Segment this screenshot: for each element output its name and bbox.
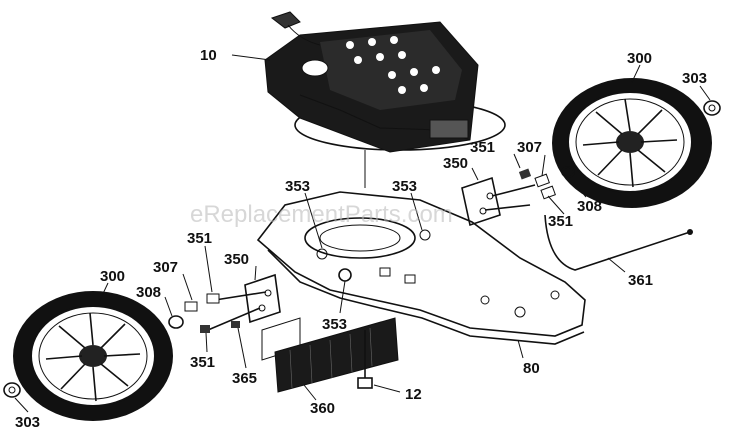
flap-shield xyxy=(261,317,399,393)
callout-80: 80 xyxy=(523,360,540,377)
callout-361: 361 xyxy=(628,272,653,289)
callout-12: 12 xyxy=(405,386,422,403)
bolt xyxy=(357,330,373,389)
callout-300-top: 300 xyxy=(627,50,652,67)
callout-353-b: 353 xyxy=(392,178,417,195)
callout-10: 10 xyxy=(200,47,217,64)
callout-303-bottom: 303 xyxy=(15,414,40,431)
watermark-text: eReplacementParts.com xyxy=(190,201,453,228)
callout-353-c: 353 xyxy=(322,316,347,333)
callout-307-left: 307 xyxy=(153,259,178,276)
deck-frame xyxy=(256,191,586,345)
callout-365: 365 xyxy=(232,370,257,387)
callout-351-d: 351 xyxy=(190,354,215,371)
callout-labels: 10 300 303 351 307 350 308 353 353 351 3… xyxy=(15,47,707,431)
wheel-right xyxy=(552,78,712,208)
callout-303-top: 303 xyxy=(682,70,707,87)
callout-308-top: 308 xyxy=(577,198,602,215)
callout-351-b: 351 xyxy=(548,213,573,230)
callout-351-c: 351 xyxy=(187,230,212,247)
callout-350-top: 350 xyxy=(443,155,468,172)
callout-353-a: 353 xyxy=(285,178,310,195)
callout-351-a: 351 xyxy=(470,139,495,156)
leader-lines xyxy=(14,54,711,413)
callout-360: 360 xyxy=(310,400,335,417)
axle-bracket-left xyxy=(3,273,281,398)
callout-307-top: 307 xyxy=(517,139,542,156)
wheel-left xyxy=(13,291,173,421)
callout-308-left: 308 xyxy=(136,284,161,301)
engine-assembly xyxy=(264,11,506,188)
callout-350-left: 350 xyxy=(224,251,249,268)
control-rod xyxy=(544,214,693,271)
axle-bracket-right xyxy=(461,100,721,227)
callout-300-left: 300 xyxy=(100,268,125,285)
